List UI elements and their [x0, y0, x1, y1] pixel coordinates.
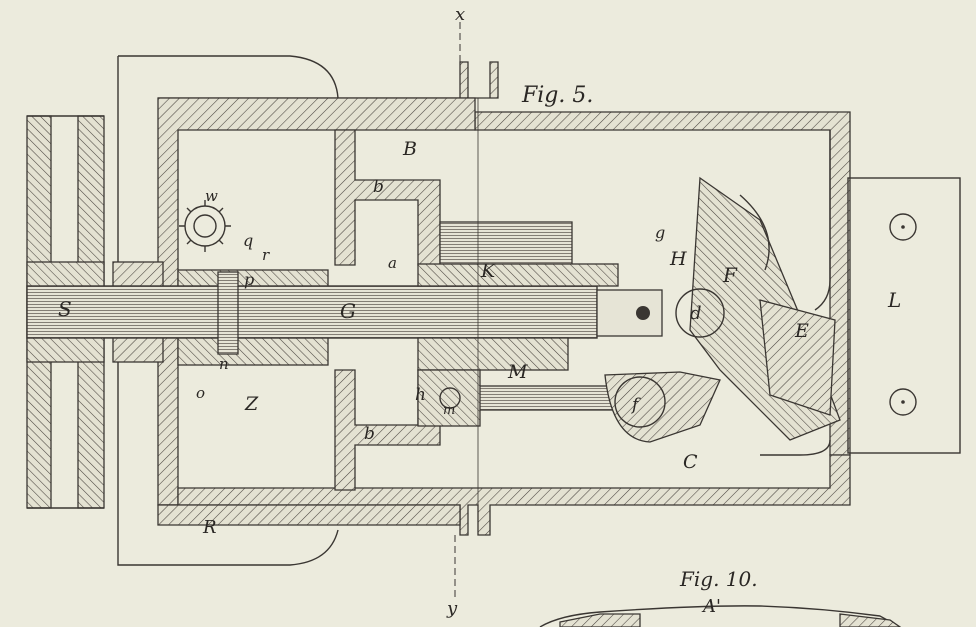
label-G: G — [340, 299, 356, 323]
outer-frame-outline — [117, 55, 339, 566]
label-Z: Z — [244, 393, 259, 415]
fig10-fragment — [539, 605, 901, 627]
label-b-upper: b — [373, 177, 384, 197]
label-q: q — [243, 231, 253, 250]
housing-B — [157, 61, 851, 536]
shaft-G — [26, 271, 598, 355]
bolt-hole-top — [889, 213, 917, 241]
fig10-label: A' — [701, 596, 721, 617]
sleeve-K — [417, 221, 619, 371]
label-h: h — [415, 385, 426, 405]
label-w: w — [205, 187, 218, 205]
label-E: E — [794, 320, 809, 342]
label-M: M — [507, 361, 528, 383]
label-R: R — [202, 517, 217, 538]
connecting-rod-M — [417, 369, 621, 427]
bolt-hole-bottom — [889, 388, 917, 416]
label-F: F — [722, 263, 738, 287]
label-S: S — [58, 297, 72, 321]
label-L: L — [887, 288, 901, 312]
label-m: m — [443, 403, 455, 418]
label-o: o — [196, 384, 205, 402]
label-n: n — [219, 355, 229, 373]
label-f: f — [630, 395, 641, 415]
label-p: p — [244, 270, 254, 289]
fig10-title: Fig. 10. — [679, 567, 758, 591]
label-K: K — [480, 260, 497, 282]
label-H: H — [669, 248, 687, 270]
label-r: r — [262, 246, 270, 264]
section-mark-x: x — [455, 4, 465, 25]
label-B: B — [402, 138, 417, 160]
cover-plate-L — [847, 177, 961, 454]
label-b-lower: b — [364, 424, 375, 444]
crank-assembly — [596, 130, 841, 456]
label-C: C — [683, 451, 698, 473]
label-a: a — [388, 254, 397, 272]
fig5-title: Fig. 5. — [521, 83, 593, 108]
section-mark-y: y — [446, 598, 458, 619]
label-g: g — [655, 223, 665, 242]
label-d: d — [690, 303, 702, 324]
gear-w — [179, 200, 231, 252]
